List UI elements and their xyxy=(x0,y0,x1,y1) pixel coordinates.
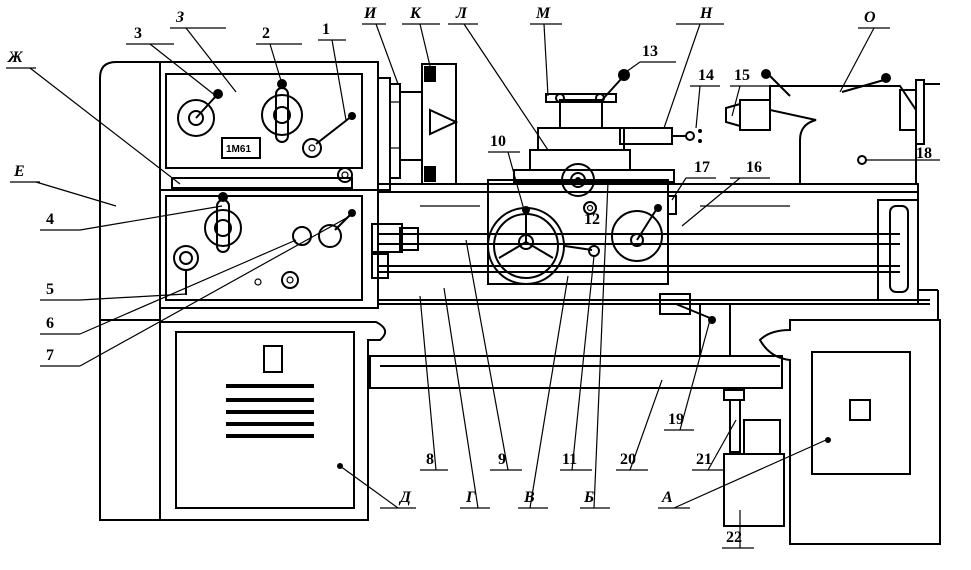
label-13: 13 xyxy=(642,43,658,60)
apron xyxy=(487,179,677,285)
label-v: В xyxy=(523,489,535,506)
number-labels: 1 2 3 4 5 6 7 8 9 10 11 12 13 14 15 16 1… xyxy=(46,21,932,546)
label-22: 22 xyxy=(726,529,742,546)
carriage-slides xyxy=(513,69,702,197)
label-zh: Ж xyxy=(7,49,24,66)
label-16: 16 xyxy=(746,159,762,176)
feed-gearbox xyxy=(159,189,379,309)
chip-tray xyxy=(369,304,783,389)
label-6: 6 xyxy=(46,315,54,332)
label-5: 5 xyxy=(46,281,54,298)
label-17: 17 xyxy=(694,159,710,176)
label-o: О xyxy=(864,9,876,26)
label-l: Л xyxy=(455,5,468,22)
bed xyxy=(377,183,939,320)
model-plate: 1М61 xyxy=(226,144,251,155)
label-1: 1 xyxy=(322,21,330,38)
label-b: Б xyxy=(583,489,594,506)
letter-labels: З И К Л М Н О Ж Е Д Г В Б А xyxy=(7,5,876,506)
label-4: 4 xyxy=(46,211,54,228)
label-15: 15 xyxy=(734,67,750,84)
label-a: А xyxy=(661,489,673,506)
left-column xyxy=(99,61,161,521)
label-2: 2 xyxy=(262,25,270,42)
label-8: 8 xyxy=(426,451,434,468)
label-d: Д xyxy=(398,489,412,506)
headstock: 1М61 xyxy=(159,61,379,191)
label-i: И xyxy=(363,5,377,22)
spindle-chuck xyxy=(377,63,459,191)
leader-lines xyxy=(6,23,940,549)
label-z-top: З xyxy=(175,9,184,26)
label-10: 10 xyxy=(490,133,506,150)
label-11: 11 xyxy=(562,451,577,468)
label-18: 18 xyxy=(916,145,932,162)
label-14: 14 xyxy=(698,67,714,84)
right-pedestal xyxy=(758,319,941,545)
label-3: 3 xyxy=(134,25,142,42)
label-21: 21 xyxy=(696,451,712,468)
tailstock xyxy=(725,69,940,185)
label-20: 20 xyxy=(620,451,636,468)
label-9: 9 xyxy=(498,451,506,468)
coolant-pump xyxy=(723,389,785,527)
label-k: К xyxy=(409,5,422,22)
label-7: 7 xyxy=(46,347,54,364)
label-e: Е xyxy=(13,163,25,180)
feed-stop xyxy=(659,293,716,324)
label-m: М xyxy=(535,5,551,22)
label-12: 12 xyxy=(584,211,600,228)
label-n: Н xyxy=(699,5,713,22)
left-pedestal xyxy=(159,321,387,521)
label-19: 19 xyxy=(668,411,684,428)
lead-screw-and-rods xyxy=(371,205,900,279)
label-g: Г xyxy=(465,489,476,506)
